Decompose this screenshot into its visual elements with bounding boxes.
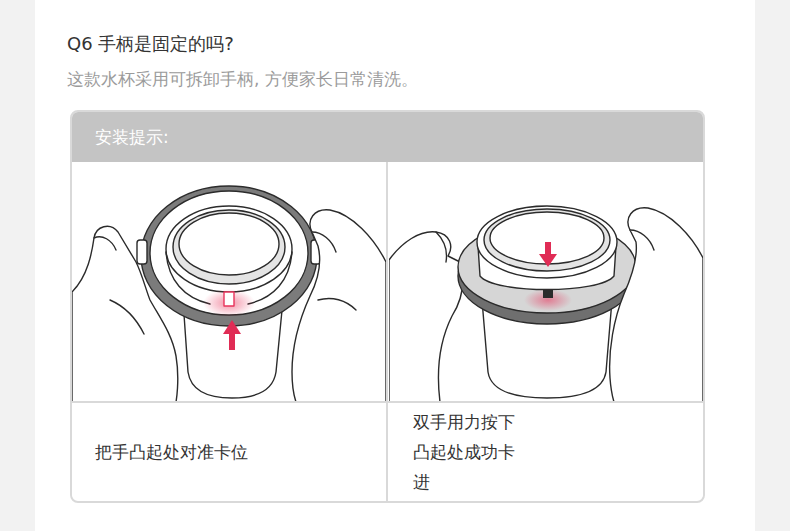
install-step-2 [389,206,703,401]
subtitle: 这款水杯采用可拆卸手柄, 方便家长日常清洗。 [67,68,418,91]
node-text: 双手用力按下 凸起处成功卡进 [413,407,524,497]
node-text: 安装提示: [95,122,169,152]
page-title: Q6 手柄是固定的吗? [67,32,234,56]
install-step-1 [72,186,386,401]
caption-cell: 把手凸起处对准卡位 [72,403,386,500]
header-band: 安装提示: [72,112,703,162]
node-text: 把手凸起处对准卡位 [95,437,248,467]
caption-cell: 双手用力按下 凸起处成功卡进 [388,403,703,500]
